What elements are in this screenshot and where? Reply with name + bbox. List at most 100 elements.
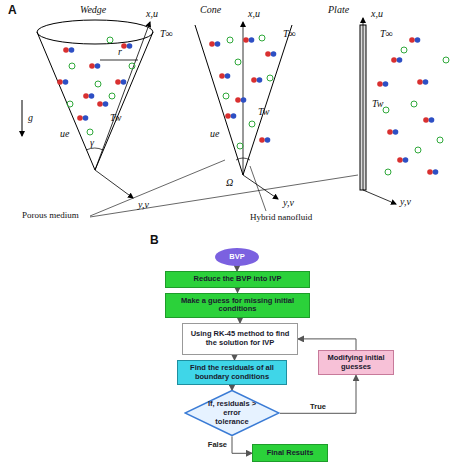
nanoparticle	[383, 107, 389, 113]
nanoparticle	[427, 169, 433, 175]
nanoparticle	[235, 59, 241, 65]
nanoparticle	[249, 121, 255, 127]
annotation: Hybrid nanofluid	[250, 213, 312, 223]
annotation: Porous medium	[22, 211, 79, 221]
edge-label: False	[207, 440, 228, 449]
nanoparticle	[391, 57, 397, 63]
nanoparticle	[77, 115, 83, 121]
start-oval: BVP	[215, 248, 259, 266]
nanoparticle	[121, 79, 127, 85]
symbol-label: ue	[210, 128, 219, 139]
nanoparticle	[83, 93, 89, 99]
nanoparticle	[259, 137, 265, 143]
nanoparticle	[415, 147, 421, 153]
symbol-label: x,u	[371, 8, 383, 19]
nanoparticle	[69, 47, 75, 53]
nanoparticle	[95, 81, 101, 87]
nanoparticle	[403, 157, 409, 163]
nanoparticle	[243, 37, 249, 43]
flow-arrow	[280, 375, 356, 413]
nanoparticle	[89, 63, 95, 69]
nanoparticle	[129, 63, 135, 69]
nanoparticle	[89, 93, 95, 99]
nanoparticle	[231, 113, 237, 119]
nanoparticle	[383, 81, 389, 87]
nanoparticle	[95, 63, 101, 69]
nanoparticle	[265, 51, 271, 57]
nanoparticle	[237, 143, 243, 149]
node-text: Modifying initial guesses	[323, 354, 389, 371]
nanoparticle	[235, 97, 241, 103]
node-text: If, residuals > error tolerance	[206, 400, 258, 426]
nanoparticle	[249, 37, 255, 43]
symbol-label: Tw	[258, 106, 270, 117]
nanoparticle	[219, 73, 225, 79]
symbol-label: T∞	[380, 28, 393, 39]
figure-title: Cone	[200, 4, 221, 15]
figure-title: Plate	[328, 4, 349, 15]
nanoparticle	[423, 79, 429, 85]
nanoparticle	[415, 37, 421, 43]
node-text: Find the residuals of all boundary condi…	[182, 364, 282, 381]
process-box: Find the residuals of all boundary condi…	[177, 360, 287, 385]
nanoparticle	[411, 101, 417, 107]
nanoparticle	[121, 43, 127, 49]
nanoparticle	[83, 115, 89, 121]
node-text: Final Results	[267, 449, 314, 458]
symbol-label: r	[118, 46, 122, 57]
process-box: Reduce the BVP into IVP	[165, 271, 310, 288]
nanoparticle	[387, 129, 393, 135]
symbol-label: Ω	[226, 177, 233, 188]
nanoparticle	[433, 169, 439, 175]
nanoparticle	[423, 117, 429, 123]
symbol-label: γ	[90, 137, 94, 148]
node-text: Make a guess for missing initial conditi…	[170, 297, 305, 314]
nanoparticle	[265, 137, 271, 143]
nanoparticle	[437, 137, 443, 143]
symbol-label: ue	[60, 128, 69, 139]
terminal-box: Final Results	[252, 444, 328, 462]
flow-arrow	[232, 385, 233, 390]
nanoparticle	[225, 73, 231, 79]
nanoparticle	[409, 37, 415, 43]
nanoparticle	[397, 157, 403, 163]
nanoparticle	[271, 51, 277, 57]
flow-arrow	[298, 339, 356, 350]
panel-letter: B	[150, 234, 159, 247]
nanoparticle	[69, 63, 75, 69]
nanoparticle	[393, 129, 399, 135]
nanoparticle	[67, 101, 73, 107]
nanoparticle	[251, 77, 257, 83]
symbol-label: T∞	[160, 28, 173, 39]
nanoparticle	[429, 117, 435, 123]
nanoparticle	[227, 37, 233, 43]
symbol-label: y,v	[283, 197, 294, 208]
symbol-label: x,u	[146, 8, 158, 19]
nanoparticle	[87, 129, 93, 135]
process-box: Make a guess for missing initial conditi…	[165, 293, 310, 318]
symbol-label: y,v	[138, 199, 149, 210]
nanoparticle	[115, 79, 121, 85]
node-text: Reduce the BVP into IVP	[194, 275, 282, 284]
nanoparticle	[103, 101, 109, 107]
figure-title: Wedge	[80, 4, 106, 15]
decision-diamond: If, residuals > error tolerance	[184, 390, 280, 436]
symbol-label: Tw	[372, 98, 384, 109]
nanoparticle	[377, 81, 383, 87]
node-text: Using RK-45 method to find the solution …	[187, 330, 293, 347]
nanoparticle	[225, 113, 231, 119]
symbol-label: Tw	[110, 112, 122, 123]
node-text: BVP	[229, 253, 244, 262]
nanoparticle	[57, 79, 63, 85]
edge-label: True	[309, 402, 327, 411]
nanoparticle	[385, 169, 391, 175]
nanoparticle	[417, 79, 423, 85]
nanoparticle	[63, 47, 69, 53]
nanoparticle	[241, 97, 247, 103]
symbol-label: g	[28, 112, 33, 123]
symbol-label: x,u	[248, 8, 260, 19]
nanoparticle	[443, 57, 449, 63]
nanoparticle	[63, 79, 69, 85]
nanoparticle	[257, 77, 263, 83]
